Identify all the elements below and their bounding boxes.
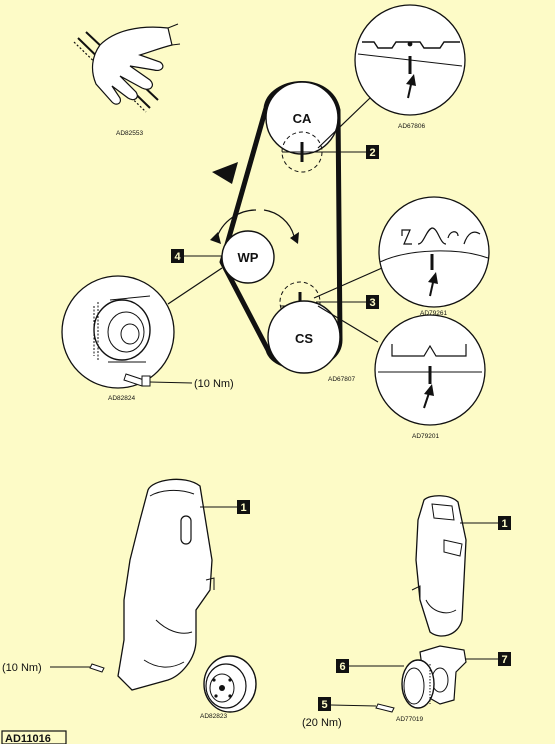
svg-text:5: 5 [321,699,327,711]
lower-cover-code: AD77019 [396,716,423,723]
camshaft-detail-code: AD67806 [398,123,425,130]
callout-4: 4 [171,249,222,263]
belt-routing: CA WP CS AD67807 [210,81,355,383]
callout-3: 3 [316,295,379,309]
belt-hand-code: AD82553 [116,130,143,137]
lower-cover-assembly: (20 Nm) AD77019 [302,495,467,729]
svg-text:2: 2 [369,147,375,159]
water-pump-detail-code: AD82824 [108,395,135,402]
callout-7: 7 [466,652,511,666]
svg-text:6: 6 [339,661,345,673]
cover-bolt-torque: (10 Nm) [2,662,42,674]
water-pump-detail: (10 Nm) AD82824 [61,267,234,402]
camshaft-mark-detail: AD67806 [317,4,466,149]
camshaft-pulley-label: CA [293,111,312,126]
crank-pulley-bolt-torque: (20 Nm) [302,717,342,729]
crank-mark-detail-2: AD79201 [317,305,486,440]
water-pump-bolt-torque: (10 Nm) [194,378,234,390]
callout-5: 5 [318,697,377,711]
hand-holding-belt-illustration: AD82553 [73,23,181,137]
svg-text:3: 3 [369,297,375,309]
upper-timing-cover: (10 Nm) AD82823 [2,478,257,720]
water-pump-pulley-label: WP [238,250,259,265]
callout-6: 6 [336,659,404,673]
crank-mark-detail-1: AD79261 [313,196,490,317]
svg-text:7: 7 [501,654,507,666]
callout-1-right: 1 [460,516,511,530]
direction-triangle-icon [212,162,238,184]
belt-routing-code: AD67807 [328,376,355,383]
crankshaft-pulley-label: CS [295,331,313,346]
figure-id-badge: AD11016 [1,730,67,744]
callout-2: 2 [318,145,379,159]
callout-1-left: 1 [200,500,250,514]
crank-detail-1-code: AD79261 [420,310,447,317]
svg-text:4: 4 [174,251,181,263]
svg-text:1: 1 [501,518,507,530]
upper-cover-code: AD82823 [200,713,227,720]
figure-id: AD11016 [5,733,51,744]
crank-detail-2-code: AD79201 [412,433,439,440]
svg-text:1: 1 [240,502,246,514]
